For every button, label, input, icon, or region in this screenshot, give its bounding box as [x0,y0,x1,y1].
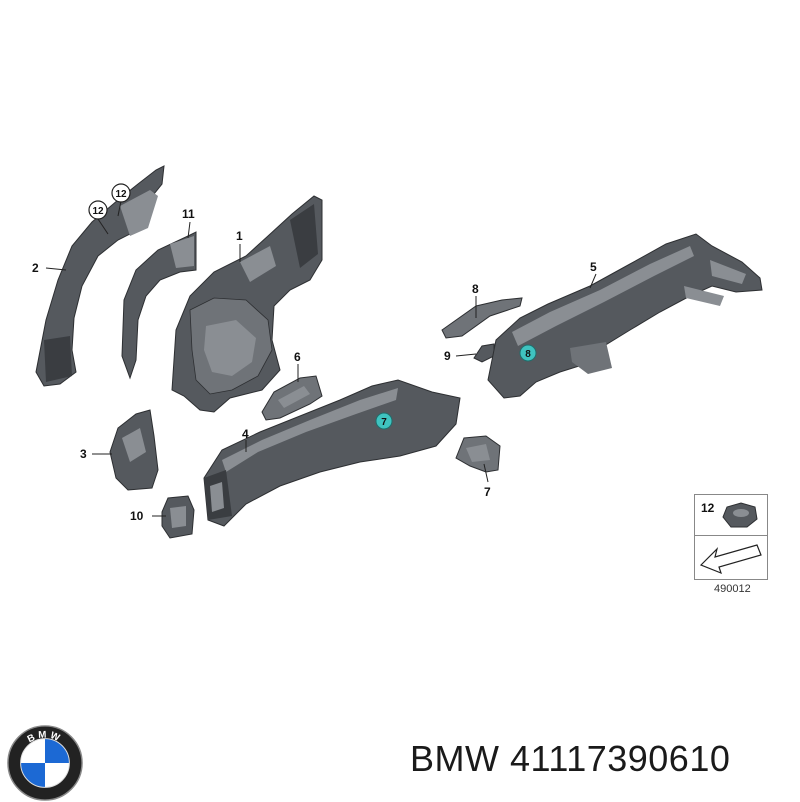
leader-lines [45,200,597,517]
callout-10: 10 [130,509,144,523]
callout-12-circle-b: 12 [111,183,131,203]
svg-text:8: 8 [525,349,531,360]
part-10-grommet [161,495,195,539]
legend-box: 12 [694,494,768,580]
part-8-plate [441,297,523,339]
callout-8: 8 [472,282,479,296]
callout-2: 2 [32,261,39,275]
svg-text:BMW: BMW [26,729,64,745]
callout-1: 1 [236,229,243,243]
part-5-rear-rail [487,233,763,399]
part-9-clip [473,343,495,363]
part-number-caption: BMW 41117390610 [410,738,731,779]
bmw-logo-icon: BMW [7,725,83,801]
callout-12-circle-a: 12 [88,200,108,220]
part-11-inner-arch [121,231,197,380]
callout-3: 3 [80,447,87,461]
highlight-circle-8: 8 [519,344,537,362]
part-3-bracket [109,409,159,491]
callout-11: 11 [182,207,195,221]
legend-part-12-icon [722,502,758,528]
callout-6: 6 [294,350,301,364]
legend-arrow-icon [699,544,762,575]
part-7-bracket [455,435,501,473]
callout-7: 7 [484,485,491,499]
highlight-circle-7: 7 [375,412,393,430]
svg-text:12: 12 [115,189,127,200]
callout-9: 9 [444,349,451,363]
part-6-bracket [261,375,323,421]
part-4-longitudinal-rail [203,379,461,527]
callout-4: 4 [242,427,249,441]
bmw-logo-text: BMW [26,729,61,745]
image-code: 490012 [714,583,751,595]
svg-text:7: 7 [381,417,387,428]
part-1-strut-tower [171,195,323,413]
callout-5: 5 [590,260,597,274]
legend-part-number: 12 [701,501,715,515]
part-2-wheel-arch-outer [35,165,165,387]
legend-divider [695,535,767,536]
svg-text:12: 12 [92,206,104,217]
